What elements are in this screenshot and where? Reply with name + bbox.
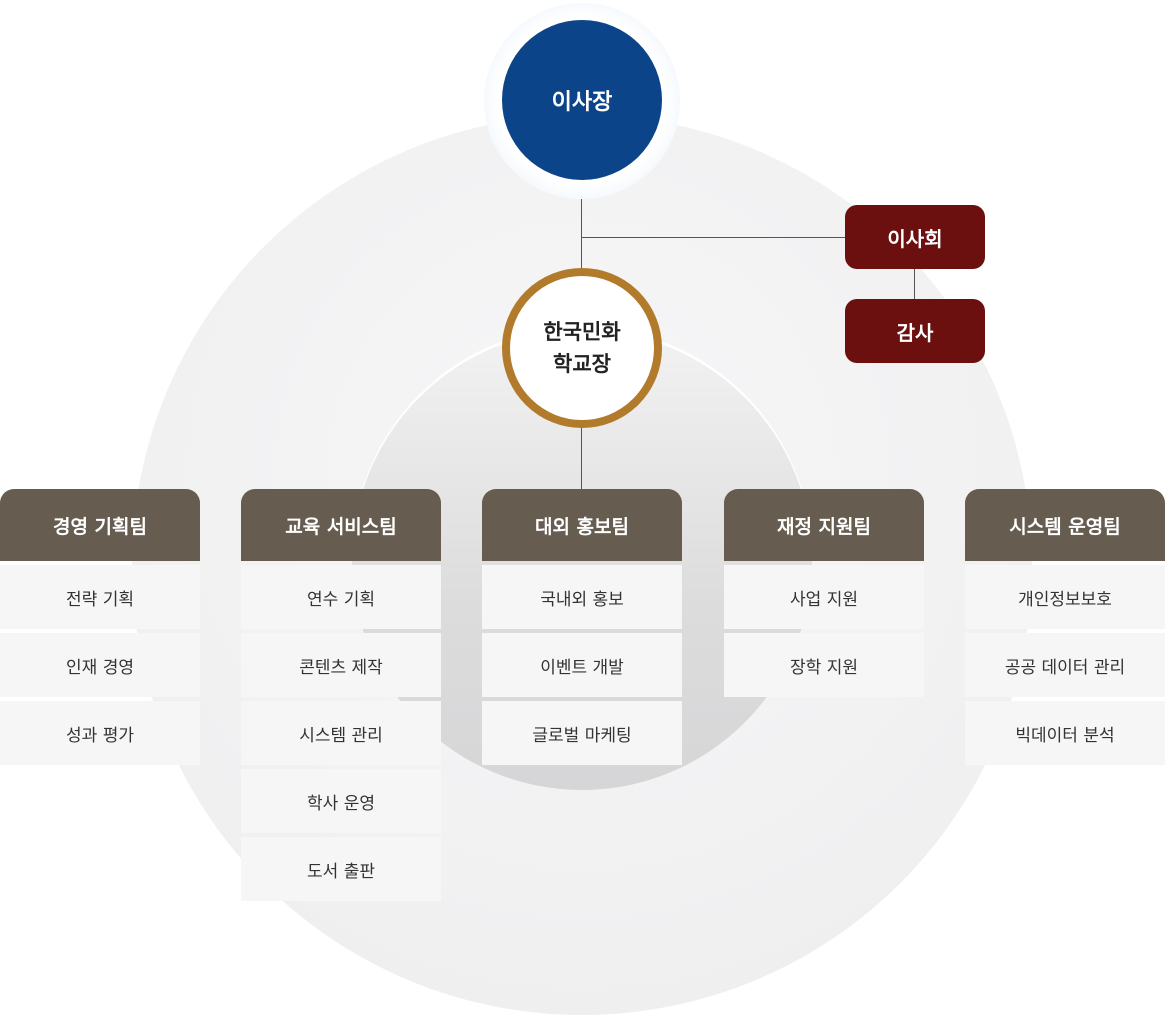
- connector-board-audit: [914, 269, 915, 300]
- team-item: 전략 기획: [0, 565, 200, 629]
- team-management-planning: 경영 기획팀 전략 기획 인재 경영 성과 평가: [0, 489, 200, 765]
- team-header: 경영 기획팀: [0, 489, 200, 561]
- team-header: 재정 지원팀: [724, 489, 924, 561]
- principal-label-line1: 한국민화: [543, 320, 621, 344]
- team-header: 교육 서비스팀: [241, 489, 441, 561]
- team-system-operation: 시스템 운영팀 개인정보보호 공공 데이터 관리 빅데이터 분석: [965, 489, 1165, 765]
- team-header: 대외 홍보팀: [482, 489, 682, 561]
- team-item: 시스템 관리: [241, 701, 441, 765]
- team-item: 국내외 홍보: [482, 565, 682, 629]
- chair-node: 이사장: [502, 20, 662, 180]
- team-finance-support: 재정 지원팀 사업 지원 장학 지원: [724, 489, 924, 697]
- team-item: 빅데이터 분석: [965, 701, 1165, 765]
- team-header: 시스템 운영팀: [965, 489, 1165, 561]
- team-name: 대외 홍보팀: [534, 515, 629, 538]
- team-item: 글로벌 마케팅: [482, 701, 682, 765]
- board-label: 이사회: [887, 226, 943, 251]
- connector-chair-principal: [581, 199, 582, 269]
- team-item: 사업 지원: [724, 565, 924, 629]
- team-item: 학사 운영: [241, 769, 441, 833]
- team-public-relations: 대외 홍보팀 국내외 홍보 이벤트 개발 글로벌 마케팅: [482, 489, 682, 765]
- principal-node: 한국민화 학교장: [502, 268, 662, 428]
- chair-label: 이사장: [551, 90, 613, 115]
- team-item: 이벤트 개발: [482, 633, 682, 697]
- principal-label-line2: 학교장: [553, 352, 611, 376]
- audit-label: 감사: [896, 320, 934, 345]
- team-name: 경영 기획팀: [52, 515, 147, 538]
- board-node: 이사회: [845, 205, 985, 269]
- team-item: 장학 지원: [724, 633, 924, 697]
- team-item: 공공 데이터 관리: [965, 633, 1165, 697]
- connector-to-board: [581, 237, 847, 238]
- team-name: 시스템 운영팀: [1009, 515, 1121, 538]
- team-item: 콘텐츠 제작: [241, 633, 441, 697]
- team-item: 성과 평가: [0, 701, 200, 765]
- team-item: 개인정보보호: [965, 565, 1165, 629]
- team-education-service: 교육 서비스팀 연수 기획 콘텐츠 제작 시스템 관리 학사 운영 도서 출판: [241, 489, 441, 901]
- team-item: 연수 기획: [241, 565, 441, 629]
- team-item: 도서 출판: [241, 837, 441, 901]
- connector-principal-teams: [581, 426, 582, 490]
- audit-node: 감사: [845, 299, 985, 363]
- team-name: 재정 지원팀: [776, 515, 871, 538]
- team-name: 교육 서비스팀: [285, 515, 397, 538]
- team-item: 인재 경영: [0, 633, 200, 697]
